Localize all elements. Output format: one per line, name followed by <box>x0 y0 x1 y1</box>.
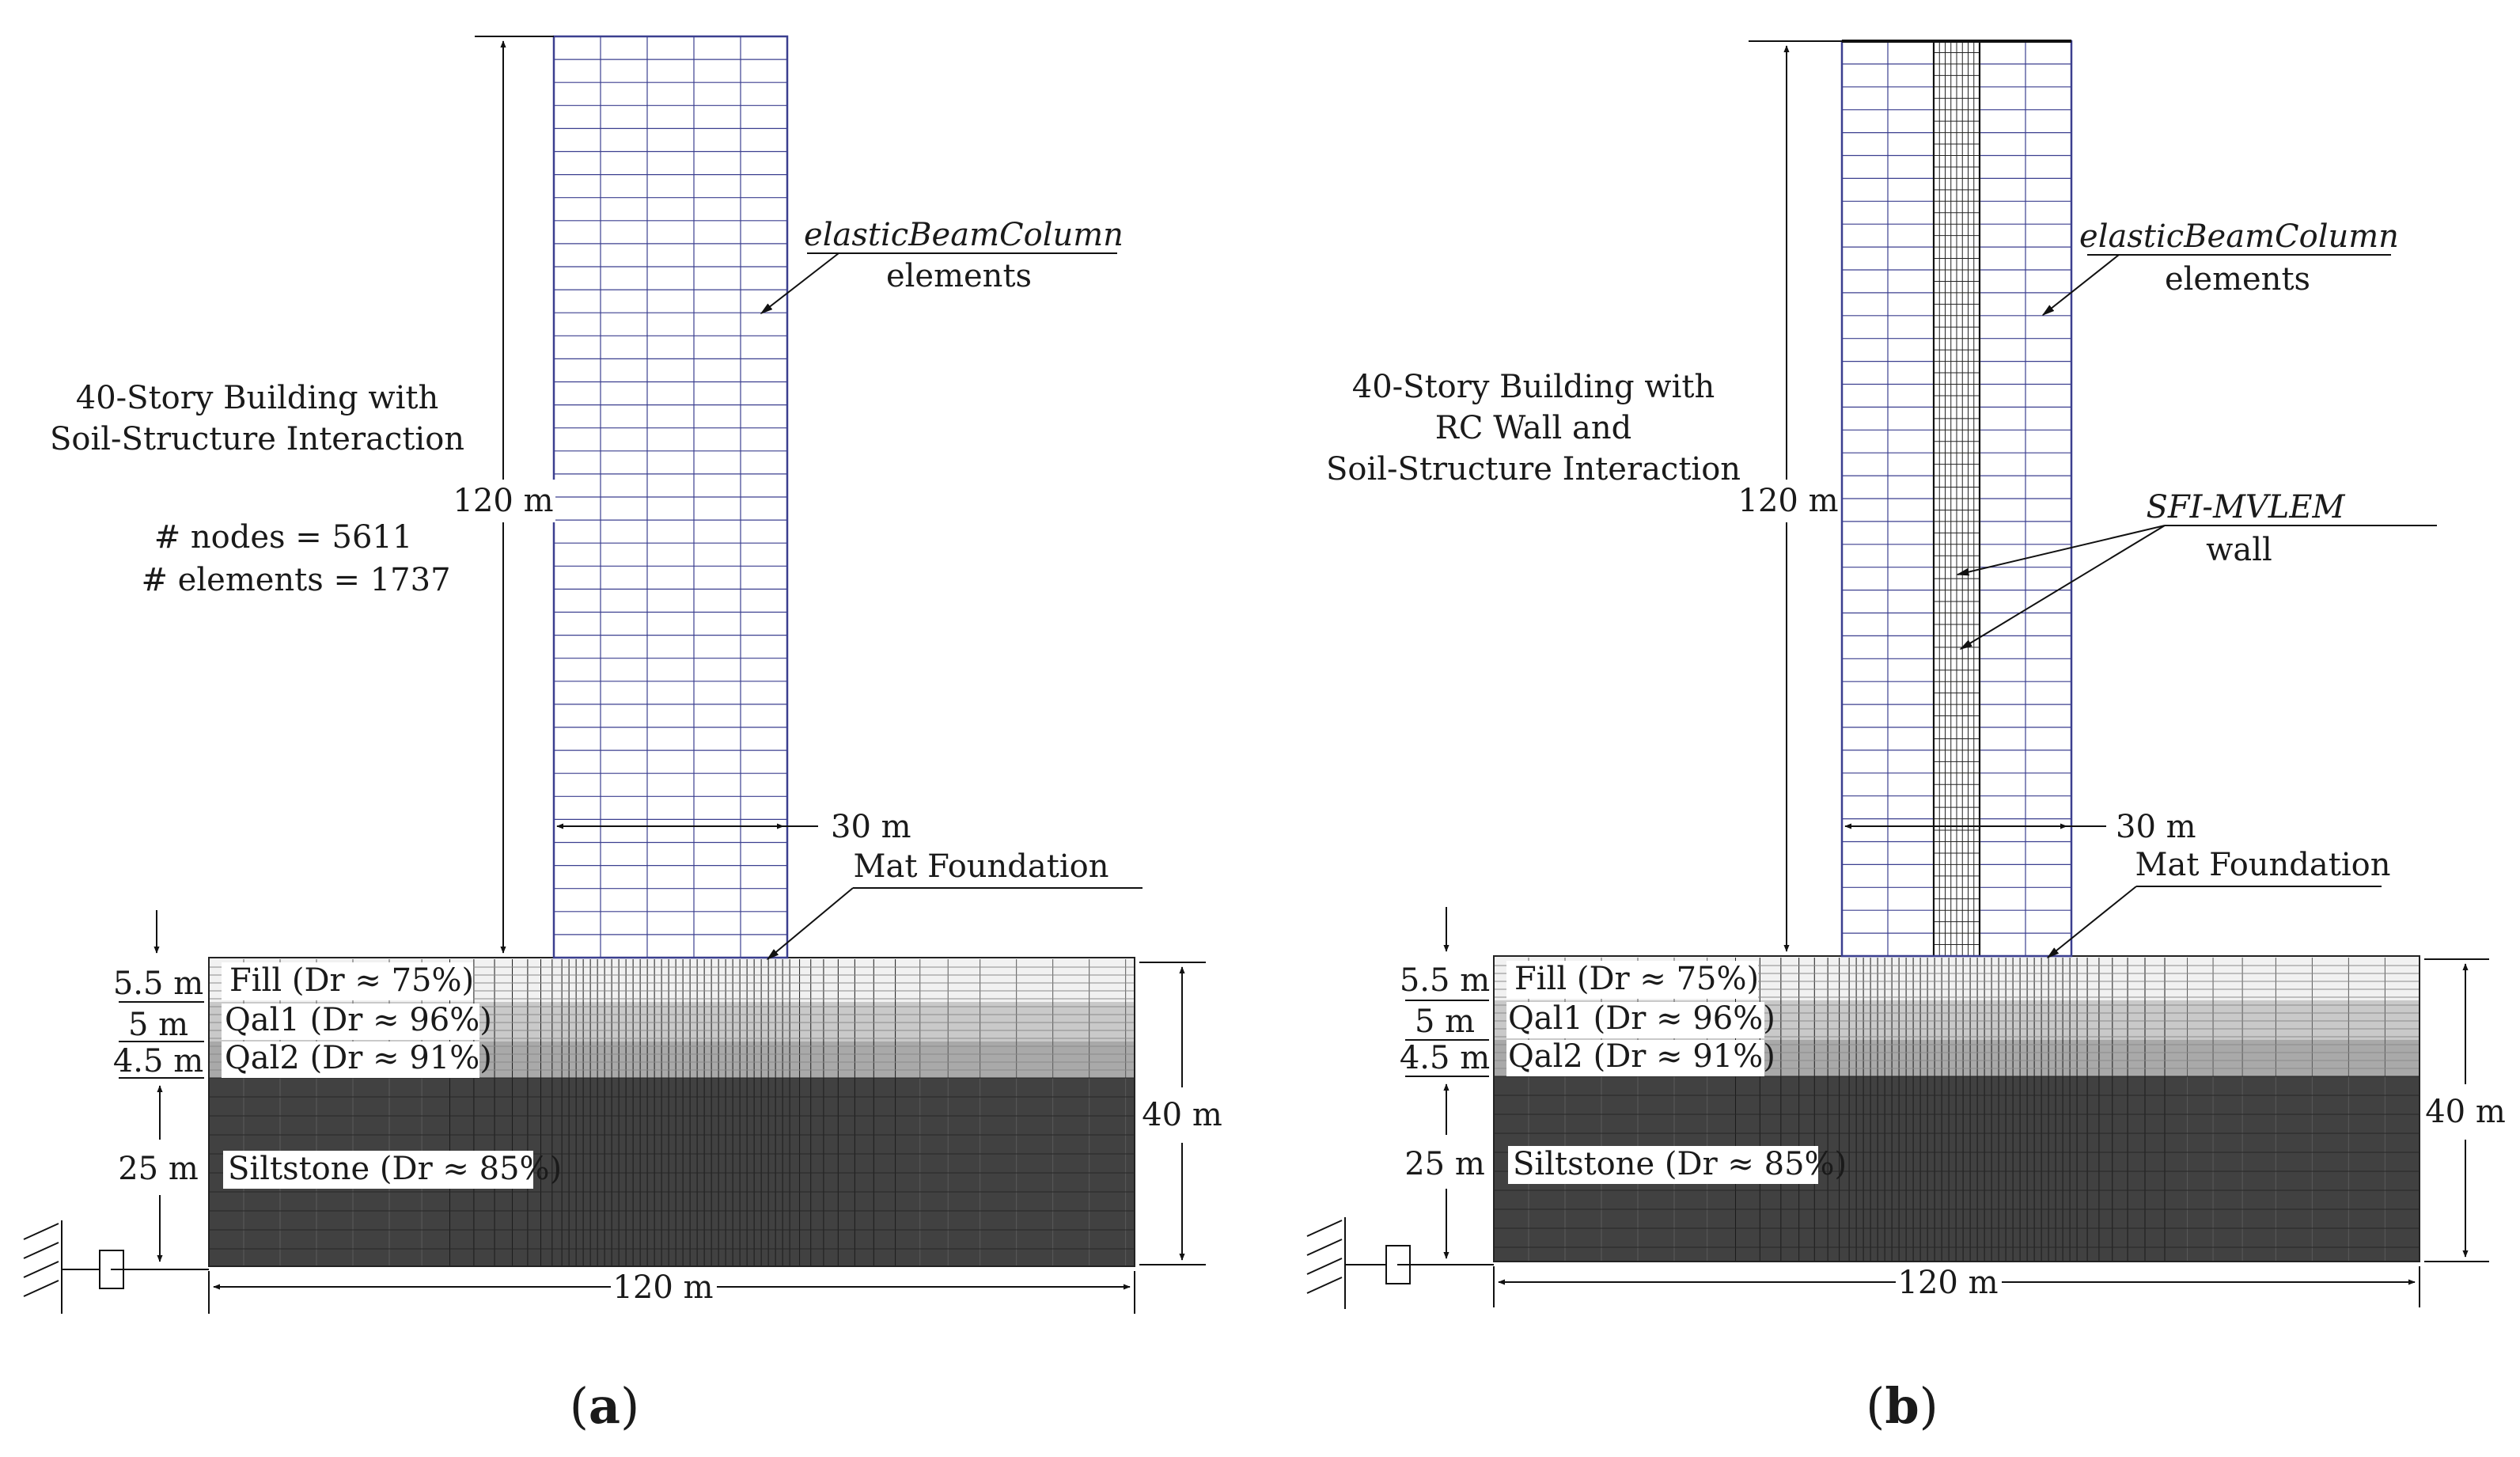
wall-label: SFI-MVLEM <box>2146 489 2345 526</box>
wall-callout-b: SFI-MVLEM wall <box>1956 489 2437 650</box>
caption-a: (a) <box>570 1377 640 1435</box>
soil-domain-a <box>208 957 1135 1267</box>
element-count: # elements = 1737 <box>141 562 450 598</box>
width-dimension-a: 30 m <box>556 809 911 845</box>
building-title-a: 40-Story Building with Soil-Structure In… <box>50 380 464 598</box>
dashpot-boundary-a <box>23 1220 209 1314</box>
title-line: 40-Story Building with <box>76 380 439 416</box>
soil-depth-dimension-a: 40 m <box>1139 962 1222 1265</box>
thickness-qal1: 5 m <box>1415 1004 1475 1040</box>
thickness-siltstone: 25 m <box>118 1151 199 1187</box>
soil-width-dimension-a: 120 m <box>208 1269 1135 1314</box>
caption-open: ( <box>570 1377 589 1435</box>
layer-labels-a: Fill (Dr ≈ 75%) Qal1 (Dr ≈ 96%) Qal2 (Dr… <box>222 962 562 1189</box>
layer-label-fill: Fill (Dr ≈ 75%) <box>1514 961 1759 997</box>
caption-letter: b <box>1885 1377 1919 1435</box>
layer-label-siltstone: Siltstone (Dr ≈ 85%) <box>1513 1146 1847 1182</box>
soil-mesh <box>1494 958 2420 1262</box>
soil-width-label: 120 m <box>1898 1265 1999 1301</box>
mat-label: Mat Foundation <box>2135 847 2391 883</box>
caption-close: ) <box>1919 1377 1938 1435</box>
layer-label-qal1: Qal1 (Dr ≈ 96%) <box>225 1002 492 1038</box>
mat-callout-a: Mat Foundation <box>766 848 1143 961</box>
mat-label: Mat Foundation <box>854 848 1109 885</box>
beam-label: elasticBeamColumn <box>2079 218 2399 255</box>
beam-callout-b: elasticBeamColumn elements <box>2041 218 2399 316</box>
building-a <box>552 35 789 959</box>
dashpot-boundary-b <box>1306 1217 1494 1309</box>
panel-a: 120 m 30 m elasticBeamColumn elements Ma… <box>23 35 1222 1435</box>
soil-depth-dimension-b: 40 m <box>2424 958 2506 1262</box>
height-label: 120 m <box>453 483 554 519</box>
mat-callout-b: Mat Foundation <box>2046 847 2391 959</box>
thickness-fill: 5.5 m <box>113 966 203 1002</box>
beam-label: elasticBeamColumn <box>804 217 1124 253</box>
title-line: Soil-Structure Interaction <box>50 421 464 457</box>
layer-label-siltstone: Siltstone (Dr ≈ 85%) <box>228 1151 562 1187</box>
layer-label-qal2: Qal2 (Dr ≈ 91%) <box>1508 1038 1775 1075</box>
title-line: Soil-Structure Interaction <box>1326 451 1741 488</box>
building-b <box>1840 40 2073 958</box>
soil-depth-label: 40 m <box>2425 1094 2506 1130</box>
thickness-qal2: 4.5 m <box>1400 1040 1490 1076</box>
soil-depth-label: 40 m <box>1142 1097 1222 1133</box>
layer-label-qal2: Qal2 (Dr ≈ 91%) <box>225 1040 492 1076</box>
thickness-qal2: 4.5 m <box>113 1043 203 1079</box>
thickness-siltstone: 25 m <box>1404 1146 1485 1182</box>
width-dimension-b: 30 m <box>1844 809 2196 845</box>
soil-width-dimension-b: 120 m <box>1493 1265 2420 1307</box>
beam-callout-a: elasticBeamColumn elements <box>760 217 1124 314</box>
height-dimension-b: 120 m <box>1734 40 1842 952</box>
node-count: # nodes = 5611 <box>154 519 413 556</box>
svg-text:(a): (a) <box>570 1377 640 1435</box>
soil-mesh <box>209 959 1135 1266</box>
thickness-fill: 5.5 m <box>1400 962 1490 999</box>
height-dimension-a: 120 m <box>449 36 555 954</box>
caption-letter: a <box>589 1377 620 1435</box>
caption-b: (b) <box>1866 1377 1938 1435</box>
rc-wall-mesh <box>1932 40 1981 956</box>
panel-b: 120 m 30 m elasticBeamColumn elements SF… <box>1306 40 2506 1435</box>
layer-labels-b: Fill (Dr ≈ 75%) Qal1 (Dr ≈ 96%) Qal2 (Dr… <box>1506 961 1847 1184</box>
beam-sub-label: elements <box>886 258 1032 294</box>
beam-sub-label: elements <box>2165 261 2310 298</box>
layer-label-fill: Fill (Dr ≈ 75%) <box>229 962 474 999</box>
caption-close: ) <box>620 1377 639 1435</box>
title-line: RC Wall and <box>1435 410 1631 446</box>
svg-text:(b): (b) <box>1866 1377 1938 1435</box>
layer-label-qal1: Qal1 (Dr ≈ 96%) <box>1508 1000 1775 1037</box>
building-mesh <box>554 36 787 958</box>
layer-thickness-a: 5.5 m 5 m 4.5 m 25 m <box>113 910 204 1262</box>
building-title-b: 40-Story Building with RC Wall and Soil-… <box>1326 369 1741 488</box>
wall-sub-label: wall <box>2206 532 2272 568</box>
caption-open: ( <box>1866 1377 1885 1435</box>
width-label: 30 m <box>2116 809 2196 845</box>
layer-thickness-b: 5.5 m 5 m 4.5 m 25 m <box>1400 907 1490 1259</box>
height-label: 120 m <box>1738 483 1839 519</box>
thickness-qal1: 5 m <box>128 1007 188 1043</box>
width-label: 30 m <box>831 809 911 845</box>
soil-width-label: 120 m <box>613 1269 714 1306</box>
title-line: 40-Story Building with <box>1352 369 1715 405</box>
